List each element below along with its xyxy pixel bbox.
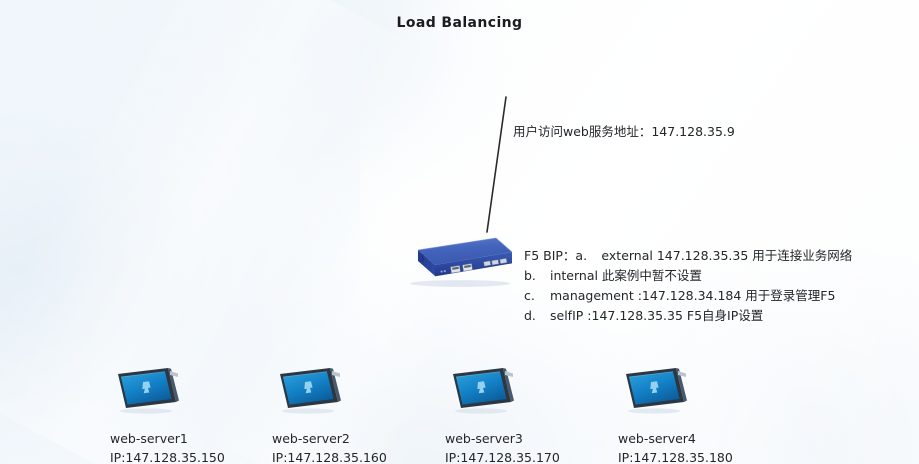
leader-line [486,96,507,233]
page-title: Load Balancing [396,15,523,31]
server-ip: IP:147.128.35.160 [272,450,387,464]
server-ip: IP:147.128.35.170 [445,450,560,464]
server-node-3: web-server3 IP:147.128.35.170 [445,364,595,464]
f5-note-line-d: d.selfIP :147.128.35.35 F5自身IP设置 [524,308,764,323]
f5-load-balancer-appliance [410,237,513,287]
server-ip: IP:147.128.35.150 [110,450,225,464]
f5-note-line-b: b.internal 此案例中暂不设置 [524,268,702,283]
server-caption-2: web-server2 IP:147.128.35.160 [272,429,422,464]
f5-note-line-c: c.management :147.128.34.184 用于登录管理F5 [524,288,836,303]
server-caption-3: web-server3 IP:147.128.35.170 [445,429,595,464]
server-node-2: web-server2 IP:147.128.35.160 [272,364,422,464]
server-caption-4: web-server4 IP:147.128.35.180 [618,429,768,464]
server-name: web-server4 [618,431,696,446]
server-name: web-server3 [445,431,523,446]
server-caption-1: web-server1 IP:147.128.35.150 [110,429,260,464]
server-node-4: web-server4 IP:147.128.35.180 [618,364,768,464]
user-access-note: 用户访问web服务地址：147.128.35.9 [513,124,735,139]
server-ip: IP:147.128.35.180 [618,450,733,464]
server-name: web-server1 [110,431,188,446]
server-name: web-server2 [272,431,350,446]
f5-configuration-note: F5 BIP：a.external 147.128.35.35 用于连接业务网络… [524,246,852,326]
server-monitor-icon [453,368,514,414]
server-monitor-icon [280,368,341,414]
f5-note-line-a: F5 BIP：a.external 147.128.35.35 用于连接业务网络 [524,248,853,263]
server-node-1: web-server1 IP:147.128.35.150 [110,364,260,464]
server-monitor-icon [118,368,179,414]
server-monitor-icon [626,368,687,414]
